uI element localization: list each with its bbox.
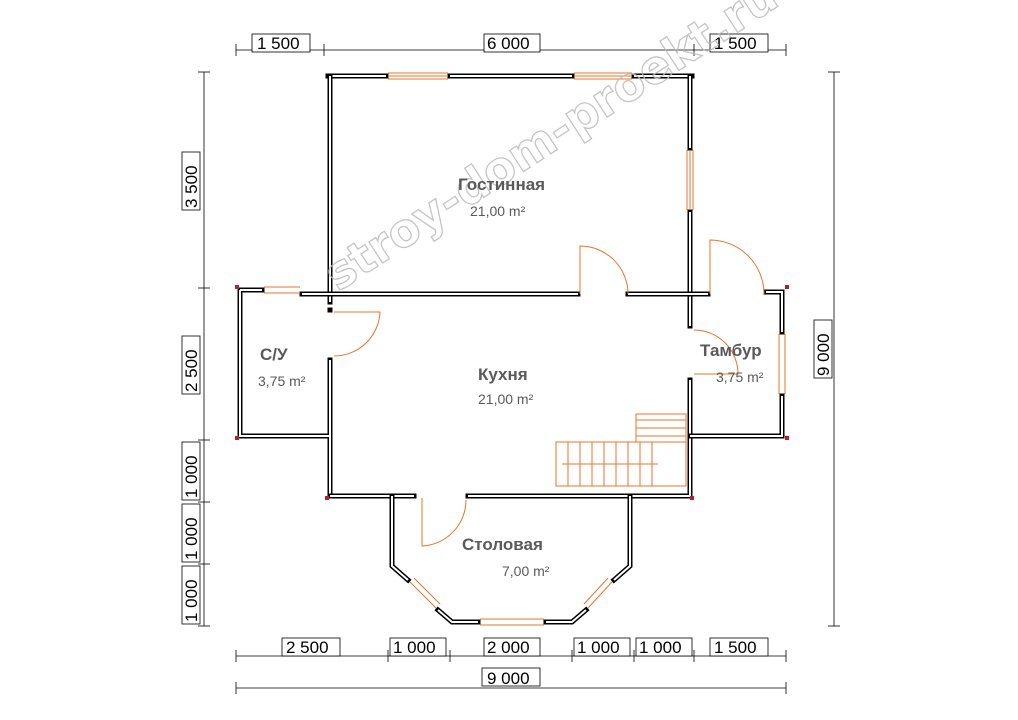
bottom-dimensions: 2 500 1 000 2 000 1 000 1 000 1 500 9 00… <box>235 637 787 694</box>
dim-bottom-2: 1 000 <box>393 638 436 657</box>
dim-top-1: 1 500 <box>257 34 300 53</box>
walls <box>237 73 785 625</box>
room-bathroom-area: 3,75 m² <box>258 373 306 389</box>
room-living-area: 21,00 m² <box>470 203 526 219</box>
room-kitchen-area: 21,00 m² <box>478 391 534 407</box>
dim-bottom-4: 1 000 <box>577 638 620 657</box>
corner-markers <box>235 285 789 500</box>
dim-right-total: 9 000 <box>814 333 833 376</box>
dim-left-1: 3 500 <box>182 165 201 208</box>
top-dimensions: 1 500 6 000 1 500 <box>235 33 787 56</box>
stairs <box>555 413 687 487</box>
dim-left-4: 1 000 <box>182 517 201 560</box>
room-vestibule-area: 3,75 m² <box>716 369 764 385</box>
room-labels: Гостинная 21,00 m² Кухня 21,00 m² С/У 3,… <box>258 175 764 579</box>
room-dining-name: Столовая <box>462 535 543 554</box>
doors <box>333 239 765 547</box>
room-vestibule-name: Тамбур <box>700 341 762 360</box>
dim-top-2: 6 000 <box>487 34 530 53</box>
dim-top-3: 1 500 <box>714 34 757 53</box>
dim-left-2: 2 500 <box>182 349 201 392</box>
dim-bottom-5: 1 000 <box>639 638 682 657</box>
room-dining-area: 7,00 m² <box>502 563 550 579</box>
dim-left-5: 1 000 <box>182 579 201 622</box>
room-kitchen-name: Кухня <box>478 365 528 384</box>
right-dimension: 9 000 <box>813 71 840 627</box>
room-living-name: Гостинная <box>458 175 545 194</box>
watermark: stroy-dom-proekt.ru <box>315 0 787 301</box>
dim-bottom-6: 1 500 <box>714 638 757 657</box>
dim-bottom-3: 2 000 <box>487 638 530 657</box>
left-dimensions: 3 500 2 500 1 000 1 000 1 000 <box>181 71 210 627</box>
windows <box>264 72 786 626</box>
dim-bottom-1: 2 500 <box>286 638 329 657</box>
room-bathroom-name: С/У <box>260 345 288 364</box>
dim-left-3: 1 000 <box>182 455 201 498</box>
dim-bottom-total: 9 000 <box>487 669 530 688</box>
